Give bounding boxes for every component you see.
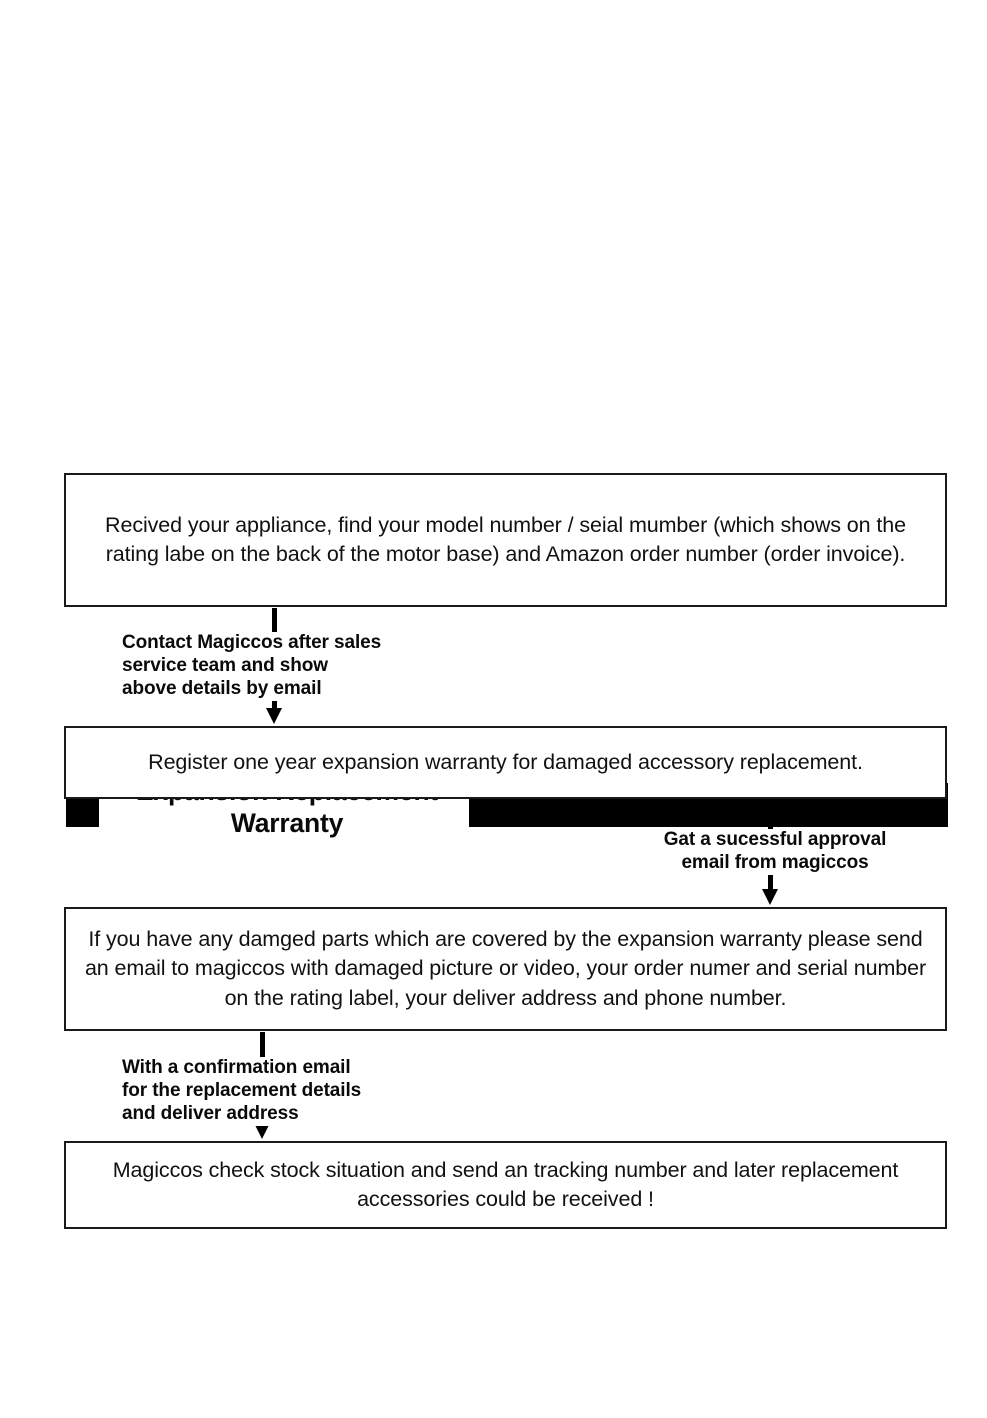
connector-label-1: Contact Magiccos after sales service tea… bbox=[122, 632, 452, 701]
flow-step-text-1: Recived your appliance, find your model … bbox=[105, 512, 906, 566]
flow-step-box-4: Magiccos check stock situation and send … bbox=[64, 1141, 947, 1229]
arrow-down-icon bbox=[762, 889, 778, 905]
flow-step-text-2: Register one year expansion warranty for… bbox=[148, 749, 863, 774]
flow-step-box-3: If you have any damged parts which are c… bbox=[64, 907, 947, 1031]
flow-step-box-2: Register one year expansion warranty for… bbox=[64, 726, 947, 799]
arrow-down-icon bbox=[266, 708, 282, 724]
connector-label-2: Gat a sucessful approval email from magi… bbox=[645, 829, 905, 875]
flow-step-text-3: If you have any damged parts which are c… bbox=[84, 927, 927, 1010]
flow-step-box-1: Recived your appliance, find your model … bbox=[64, 473, 947, 607]
flow-step-text-4: Magiccos check stock situation and send … bbox=[112, 1157, 899, 1211]
arrow-down-icon bbox=[254, 1123, 270, 1139]
page-header: Expansion Replacement Warranty bbox=[0, 386, 987, 838]
connector-label-3: With a confirmation email for the replac… bbox=[122, 1057, 422, 1126]
